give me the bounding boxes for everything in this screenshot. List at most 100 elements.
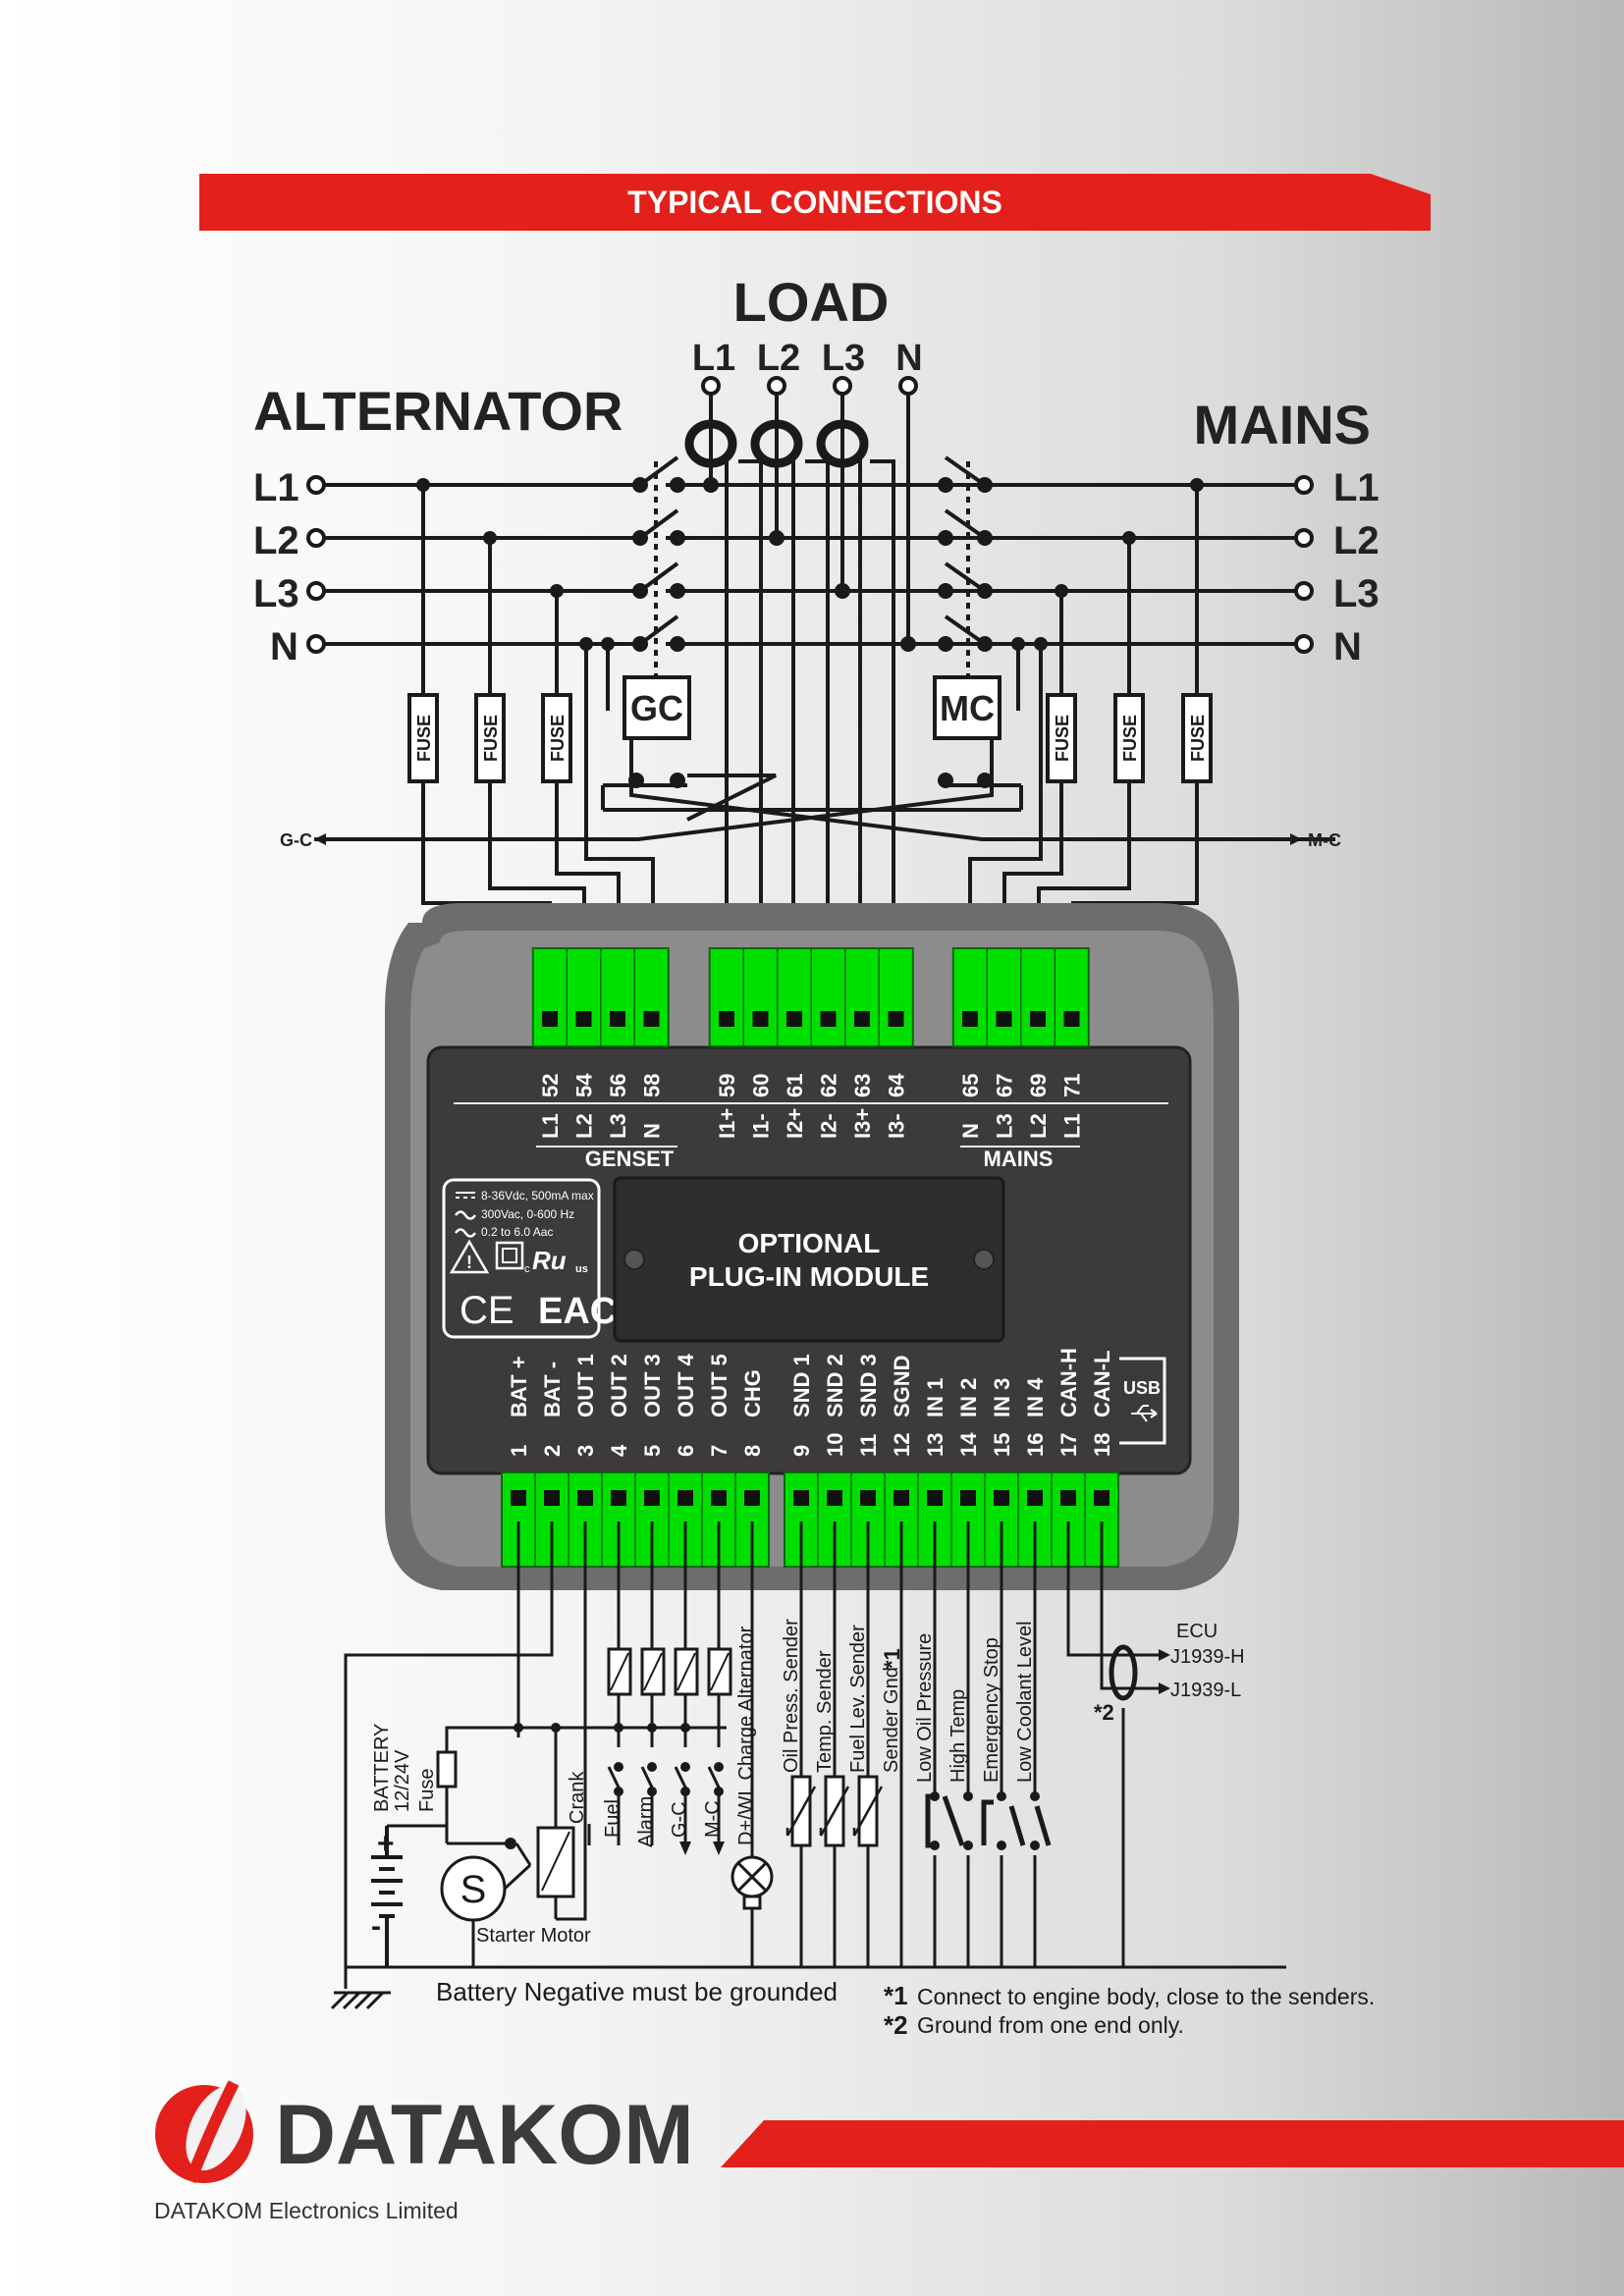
note2-mark: *2 (884, 2010, 908, 2040)
terminal-screw[interactable] (827, 1490, 842, 1506)
note1-mark: *1 (884, 1981, 908, 2010)
fuel-output-label: Fuel (602, 1799, 623, 1838)
fuse: FUSE (541, 693, 572, 783)
terminal-name: OUT 2 (607, 1354, 631, 1417)
terminal-name: IN 4 (1023, 1377, 1048, 1417)
crank-label: Crank (567, 1771, 588, 1824)
can-mark: *2 (1094, 1700, 1114, 1725)
j1939l-label: J1939-L (1170, 1680, 1241, 1701)
terminal-name: L1 (538, 1113, 563, 1139)
terminal-name: L2 (572, 1113, 597, 1139)
terminal-screw[interactable] (860, 1490, 876, 1506)
rating-ac: 300Vac, 0-600 Hz (481, 1207, 574, 1221)
terminal-number: 69 (1026, 1074, 1051, 1097)
terminal-name: N (958, 1123, 983, 1139)
terminal-number: 6 (674, 1445, 698, 1457)
terminal-screw[interactable] (611, 1490, 626, 1506)
terminal-name: BAT - (540, 1362, 565, 1417)
terminal-screw[interactable] (577, 1490, 593, 1506)
terminal-number: 61 (783, 1074, 807, 1097)
starter-symbol: S (460, 1868, 487, 1911)
terminal-screw[interactable] (677, 1490, 693, 1506)
gc-contactor: GC (623, 675, 691, 740)
terminal-name: L3 (606, 1113, 630, 1139)
terminal-screw[interactable] (888, 1011, 904, 1027)
mains-l1-label: L1 (1333, 466, 1380, 509)
terminal-name: L2 (1026, 1113, 1051, 1139)
terminal-screw[interactable] (996, 1011, 1012, 1027)
terminal-screw[interactable] (1027, 1490, 1043, 1506)
terminal-number: 9 (789, 1445, 814, 1457)
terminal-screw[interactable] (854, 1011, 870, 1027)
terminal-screw[interactable] (962, 1011, 978, 1027)
terminal-screw[interactable] (927, 1490, 943, 1506)
eac-mark: EAC (538, 1291, 617, 1332)
gc-label: GC (630, 688, 683, 728)
line-terminals (306, 376, 1314, 654)
terminal-screw[interactable] (820, 1011, 837, 1027)
terminal-number: 4 (607, 1444, 631, 1457)
battery-voltage-label: 12/24V (392, 1749, 413, 1812)
charge-lamp-icon (731, 1855, 774, 1910)
warning-icon (449, 1239, 490, 1274)
terminal-screw[interactable] (1030, 1011, 1046, 1027)
battery-circuit: + - S (330, 1750, 575, 2010)
terminal-name: N (640, 1123, 665, 1139)
terminal-screw[interactable] (575, 1011, 592, 1027)
mains-group-label: MAINS (984, 1147, 1054, 1171)
terminal-name: SND 2 (823, 1354, 847, 1417)
fuel-lev-sender-label: Fuel Lev. Sender (847, 1625, 869, 1773)
terminal-screw[interactable] (994, 1490, 1009, 1506)
rating-dc: 8-36Vdc, 500mA max (481, 1189, 594, 1202)
starter-motor-label: Starter Motor (476, 1925, 591, 1947)
terminal-number: 3 (573, 1445, 598, 1457)
terminal-screw[interactable] (1063, 1011, 1080, 1027)
j1939h-label: J1939-H (1170, 1646, 1245, 1668)
terminal-screw[interactable] (544, 1490, 560, 1506)
terminal-screw[interactable] (960, 1490, 976, 1506)
terminal-screw[interactable] (893, 1490, 909, 1506)
terminal-name: I3- (885, 1113, 909, 1139)
usb-label: USB (1123, 1378, 1161, 1398)
terminal-screw[interactable] (1060, 1490, 1076, 1506)
battery-plus-sign: + (377, 1828, 395, 1860)
terminal-screw[interactable] (644, 1490, 660, 1506)
terminal-number: 58 (640, 1074, 665, 1097)
ul-icon: Ru (532, 1246, 567, 1275)
terminal-name: I2- (817, 1113, 841, 1139)
junction-dots (416, 477, 1204, 788)
terminal-screw[interactable] (711, 1490, 727, 1506)
terminal-screw[interactable] (643, 1011, 660, 1027)
terminal-screw[interactable] (786, 1011, 802, 1027)
alt-l3-label: L3 (253, 572, 299, 615)
terminal-number: 16 (1023, 1433, 1048, 1457)
terminal-screw[interactable] (542, 1011, 558, 1027)
terminal-screw[interactable] (719, 1011, 734, 1027)
terminal-number: 13 (923, 1433, 947, 1457)
terminal-name: CAN-H (1056, 1348, 1081, 1417)
fuse-icon (436, 1750, 458, 1789)
terminal-screw[interactable] (1094, 1490, 1110, 1506)
dc-symbol-icon (456, 1192, 475, 1199)
terminal-screw[interactable] (511, 1490, 526, 1506)
terminal-screw[interactable] (793, 1490, 809, 1506)
terminal-number: 18 (1090, 1433, 1114, 1457)
terminal-number: 7 (707, 1445, 731, 1457)
fuse-label: FUSE (481, 715, 501, 762)
terminal-number: 17 (1056, 1433, 1081, 1457)
terminal-number: 62 (817, 1074, 841, 1097)
mc-output-arrow-icon (713, 1842, 725, 1855)
terminal-name: IN 1 (923, 1378, 947, 1417)
terminal-screw[interactable] (610, 1011, 625, 1027)
terminal-name: OUT 1 (573, 1354, 598, 1417)
bottom-junction-dots (505, 1723, 724, 1849)
alternator-title: ALTERNATOR (253, 380, 623, 442)
terminal-screw[interactable] (744, 1490, 760, 1506)
terminal-screw[interactable] (752, 1011, 769, 1027)
warning-mark: ! (466, 1253, 472, 1272)
load-title: LOAD (733, 271, 890, 333)
terminal-name: SGND (890, 1355, 914, 1417)
usb-port[interactable]: USB (1119, 1357, 1166, 1445)
bottom-wiring (344, 1522, 1286, 1969)
